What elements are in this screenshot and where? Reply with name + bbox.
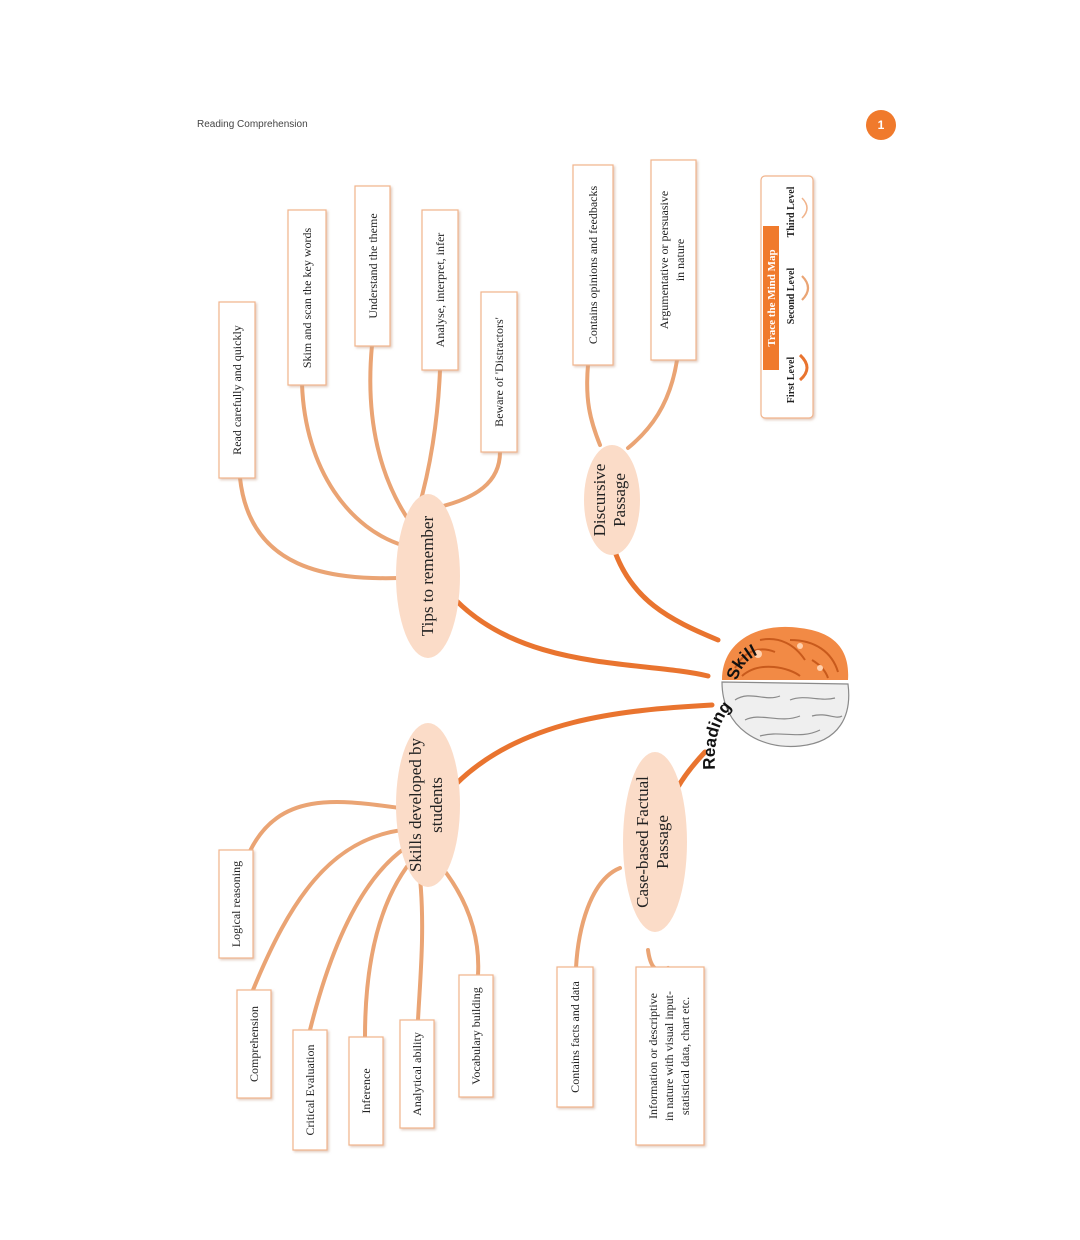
hub-skills-line1: Skills developed by [406,737,425,872]
case-box-info-line1: Information or descriptive [646,993,660,1119]
hub-case-line2: Passage [653,815,672,869]
case-box-facts-label: Contains facts and data [568,981,582,1093]
page-number-badge: 1 [866,110,896,140]
skills-box-2: Comprehension [236,989,272,1099]
skills-box-3-label: Critical Evaluation [303,1045,317,1136]
skills-box-5: Analytical ability [399,1019,435,1129]
case-box-info: Information or descriptive in nature wit… [635,966,705,1146]
discursive-box-arg-line1: Argumentative or persuasive [657,191,671,329]
skills-box-5-label: Analytical ability [410,1032,424,1116]
discursive-box-argumentative: Argumentative or persuasive in nature [650,159,697,361]
tips-box-2-label: Skim and scan the key words [300,228,314,369]
skills-box-3: Critical Evaluation [292,1029,328,1151]
tips-box-4-label: Analyse, interpret, infer [433,233,447,348]
skills-box-2-label: Comprehension [247,1006,261,1082]
skills-box-6-label: Vocabulary building [469,987,483,1084]
legend-second-swatch [801,275,810,301]
legend: Trace the Mind Map First Level Second Le… [760,175,814,419]
case-box-info-line3: statistical data, chart etc. [678,997,692,1115]
discursive-box-opinions: Contains opinions and feedbacks [572,164,614,366]
case-box-facts: Contains facts and data [556,966,594,1108]
hub-tips: Tips to remember [396,494,460,658]
tips-box-1: Read carefully and quickly [218,301,256,479]
brain-illustration [721,626,850,748]
skills-box-1-label: Logical reasoning [229,861,243,947]
hub-skills: Skills developed by students [396,723,460,887]
tips-box-4: Analyse, interpret, infer [421,209,459,371]
skills-box-4: Inference [348,1036,384,1146]
legend-second: Second Level [786,268,797,325]
hub-discursive-line1: Discursive [590,464,609,537]
hub-case: Case-based Factual Passage [623,752,687,932]
legend-first: First Level [786,357,797,404]
discursive-box-arg-line2: in nature [673,239,687,281]
legend-title: Trace the Mind Map [766,249,778,346]
skills-box-6: Vocabulary building [458,974,494,1098]
first-level-branches [447,543,721,815]
hub-discursive: Discursive Passage [584,445,640,555]
skills-box-4-label: Inference [359,1068,373,1113]
hub-tips-label: Tips to remember [418,516,437,637]
second-level-branches [238,343,679,1039]
hub-discursive-line2: Passage [610,473,629,527]
tips-box-2: Skim and scan the key words [287,209,327,386]
discursive-box-opinions-label: Contains opinions and feedbacks [586,186,600,345]
legend-third-swatch [801,197,808,219]
center-word-reading: Reading [700,698,735,770]
tips-box-1-label: Read carefully and quickly [230,325,244,455]
tips-box-5: Beware of 'Distractors' [480,291,518,453]
legend-first-swatch [798,353,809,382]
header-title: Reading Comprehension [197,119,308,130]
skills-box-1: Logical reasoning [218,849,254,959]
case-box-info-line2: in nature with visual input- [662,991,676,1121]
hub-skills-line2: students [427,777,446,833]
hub-case-line1: Case-based Factual [633,776,652,908]
tips-box-3-label: Understand the theme [366,213,380,318]
tips-box-5-label: Beware of 'Distractors' [492,317,506,427]
tips-box-3: Understand the theme [354,185,391,347]
legend-third: Third Level [786,186,797,237]
